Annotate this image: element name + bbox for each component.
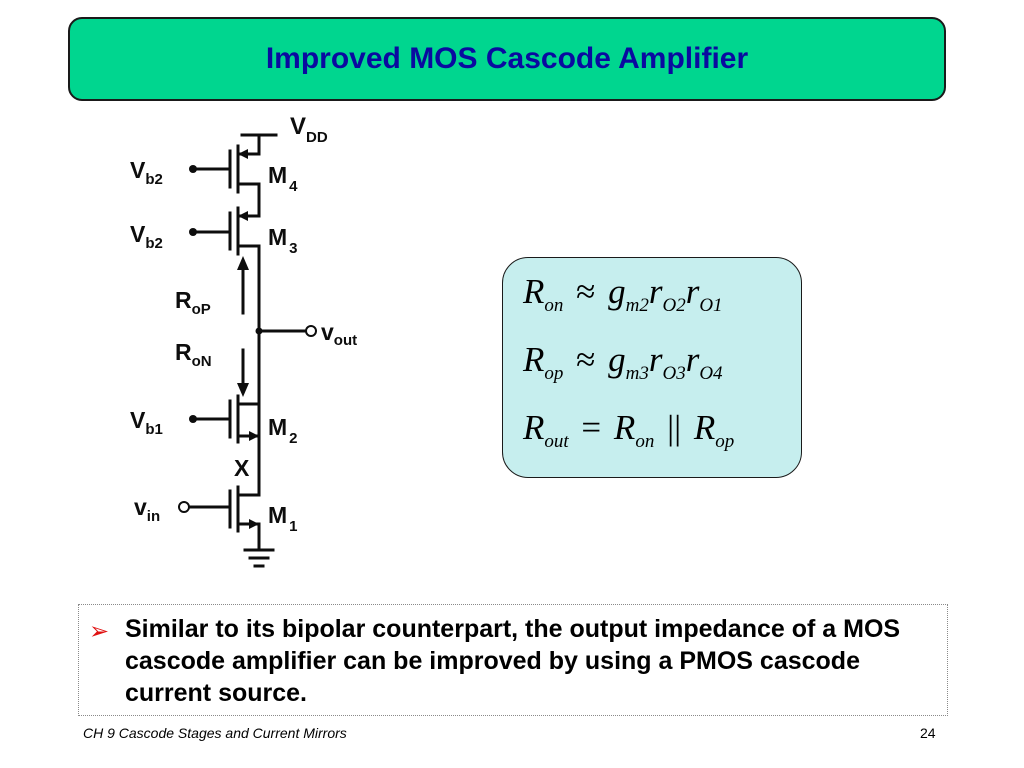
m4-arrow — [238, 149, 248, 159]
m2-transistor — [191, 394, 261, 497]
ron-arrow-head — [237, 383, 249, 397]
m2-arrow — [249, 431, 259, 441]
node-x-label: X — [234, 455, 250, 481]
bullet-text: Similar to its bipolar counterpart, the … — [125, 615, 901, 707]
m4-transistor — [191, 144, 261, 218]
slide-title: Improved MOS Cascode Amplifier — [265, 42, 749, 75]
vb2-top-label: Vb2 — [130, 157, 163, 188]
title-banner: Improved MOS Cascode Amplifier — [68, 17, 946, 101]
equation-ron: Ron ≈ gm2rO2rO1 — [523, 272, 723, 316]
vout-label: vout — [321, 319, 357, 349]
vb2-mid-label: Vb2 — [130, 221, 163, 252]
m1-transistor — [187, 485, 261, 550]
ground-symbol — [243, 548, 275, 568]
vb2-top-terminal — [189, 165, 197, 173]
rop-label: RoP — [175, 287, 211, 318]
bullet-box: ➢ Similar to its bipolar counterpart, th… — [78, 604, 948, 716]
output-node — [255, 327, 263, 335]
vin-terminal — [178, 501, 190, 513]
vb2-mid-terminal — [189, 228, 197, 236]
rop-arrow-head — [237, 256, 249, 270]
equation-box: Ron ≈ gm2rO2rO1 Rop ≈ gm3rO3rO4 Rout = R… — [502, 257, 802, 478]
bullet-arrow-icon: ➢ — [89, 617, 110, 645]
vout-terminal — [305, 325, 317, 337]
vdd-label: VDD — [290, 113, 328, 146]
m3-arrow — [238, 211, 248, 221]
ron-label: RoN — [175, 339, 212, 370]
m1-arrow — [249, 519, 259, 529]
footer-page-number: 24 — [920, 725, 936, 741]
vin-label: vin — [134, 494, 160, 525]
vb1-label: Vb1 — [130, 407, 163, 438]
equation-rop: Rop ≈ gm3rO3rO4 — [523, 340, 723, 384]
vb1-terminal — [189, 415, 197, 423]
equation-rout: Rout = Ron || Rop — [523, 408, 735, 452]
footer-chapter: CH 9 Cascode Stages and Current Mirrors — [83, 725, 347, 741]
